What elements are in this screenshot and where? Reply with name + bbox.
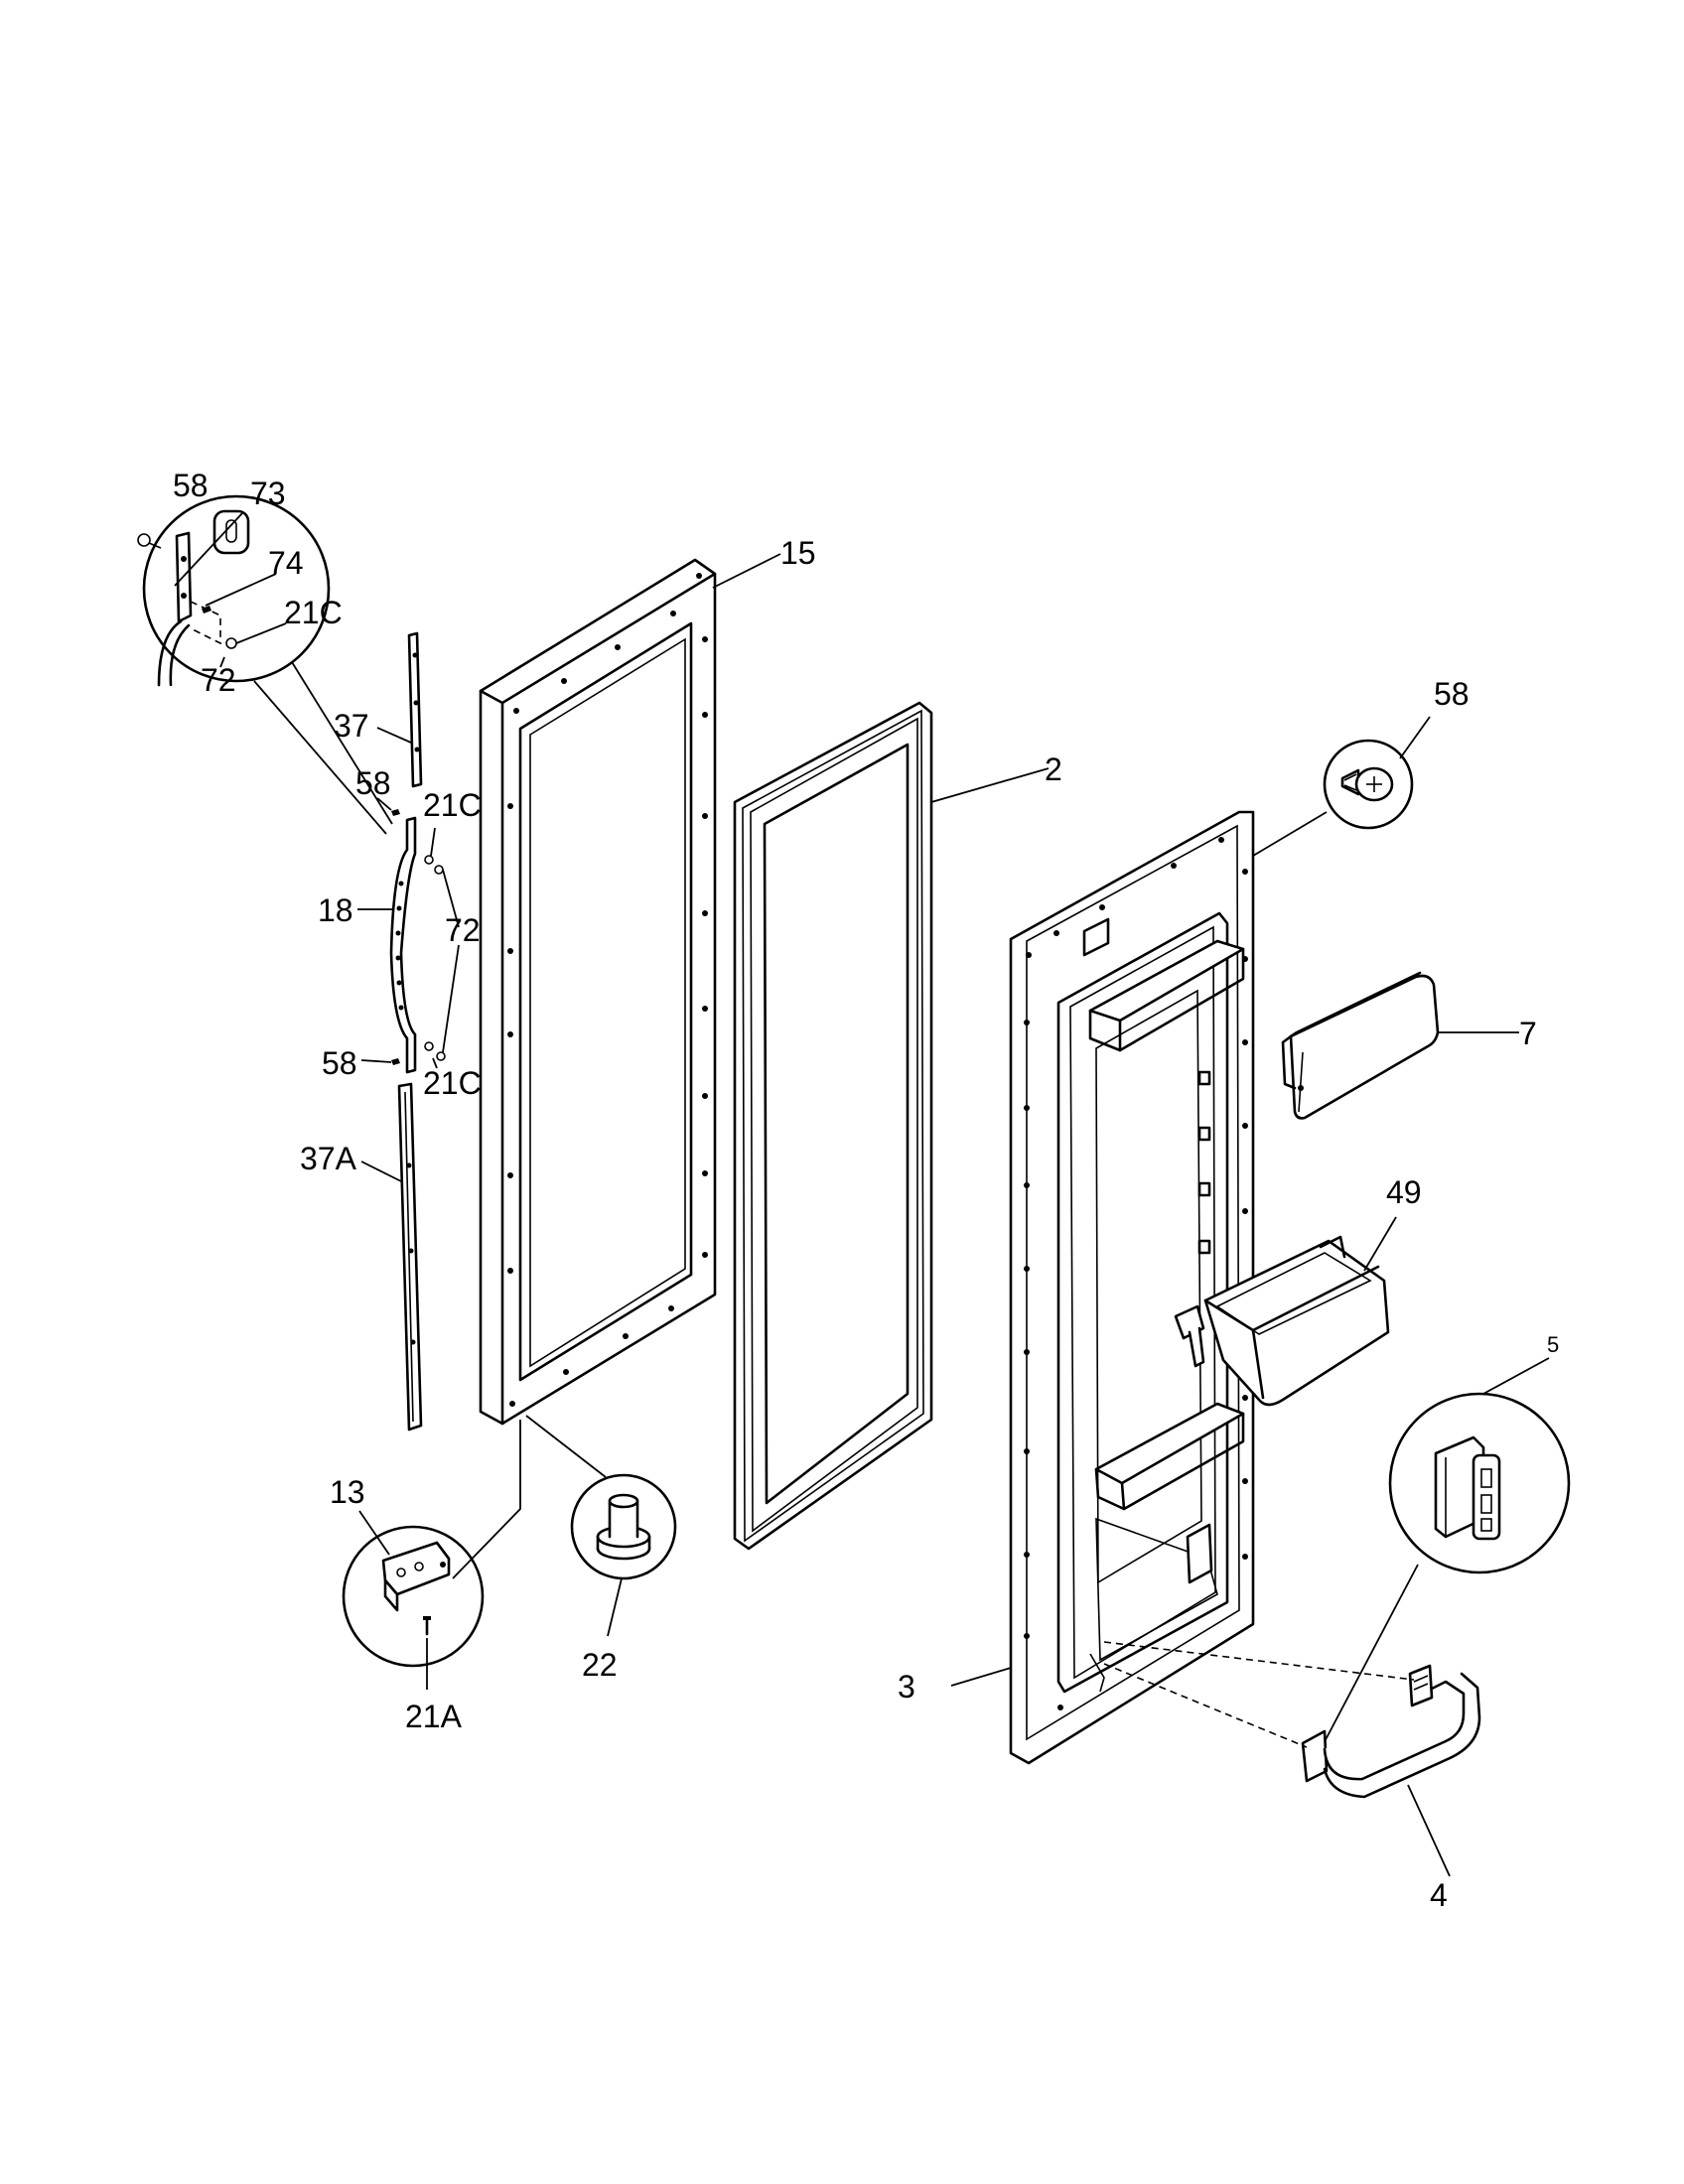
leader-73 xyxy=(174,512,243,587)
handle-trim-lower: 37A xyxy=(300,1082,423,1432)
leader-58-screw xyxy=(1252,811,1328,857)
callout-4: 4 xyxy=(1430,1877,1448,1913)
callout-73: 73 xyxy=(250,476,286,511)
hinge-detail-inset: 58 73 74 21C 72 xyxy=(137,468,343,698)
leader-21c-inset xyxy=(235,622,287,644)
callout-37: 37 xyxy=(334,708,369,744)
callout-74: 74 xyxy=(268,545,304,581)
callout-18: 18 xyxy=(318,892,353,928)
door-gasket: 2 xyxy=(733,701,1062,1551)
dairy-door-cover: 7 xyxy=(1281,971,1537,1120)
callout-58-top: 58 xyxy=(355,765,391,801)
retainer-detail-inset: 5 xyxy=(1320,1332,1571,1750)
leader-22-connector xyxy=(525,1415,607,1478)
shelf-retainer-bar: 4 xyxy=(1103,1641,1481,1913)
callout-21c-inset: 21C xyxy=(284,595,343,630)
callout-21c-top: 21C xyxy=(423,787,482,823)
screw-detail-inset: 58 xyxy=(1323,676,1470,830)
inset-connector-2 xyxy=(291,661,393,825)
callout-37a: 37A xyxy=(300,1141,357,1176)
callout-58-screw: 58 xyxy=(1434,676,1470,712)
hinge-bracket-inset: 13 21A xyxy=(330,1474,485,1734)
callout-72: 72 xyxy=(445,912,481,948)
callout-58-inset: 58 xyxy=(173,468,209,503)
callout-7: 7 xyxy=(1519,1016,1537,1051)
door-stop-inset: 22 xyxy=(570,1473,677,1683)
callout-21a: 21A xyxy=(405,1699,463,1734)
callout-21c-bottom: 21C xyxy=(423,1065,482,1101)
leader-13-connector xyxy=(452,1420,521,1579)
leader-72-inset xyxy=(219,656,225,668)
door-inner-liner: 3 xyxy=(898,810,1328,1765)
door-bin: 49 xyxy=(1174,1174,1422,1407)
callout-15: 15 xyxy=(780,535,816,571)
callout-49: 49 xyxy=(1386,1174,1422,1210)
callout-5: 5 xyxy=(1547,1332,1559,1357)
callout-3: 3 xyxy=(898,1669,915,1705)
callout-58-bottom: 58 xyxy=(322,1045,357,1081)
callout-13: 13 xyxy=(330,1474,365,1510)
handle-trim-upper: 37 xyxy=(334,631,423,788)
leader-5-connector xyxy=(1320,1564,1419,1750)
leader-74 xyxy=(205,573,277,607)
callout-72-inset: 72 xyxy=(201,662,236,698)
callout-22: 22 xyxy=(582,1647,618,1683)
door-outer-frame: 15 xyxy=(479,535,816,1426)
door-handle: 18 58 21C 72 58 21C xyxy=(318,765,482,1101)
inset-connector-1 xyxy=(253,680,387,835)
callout-2: 2 xyxy=(1045,751,1062,787)
